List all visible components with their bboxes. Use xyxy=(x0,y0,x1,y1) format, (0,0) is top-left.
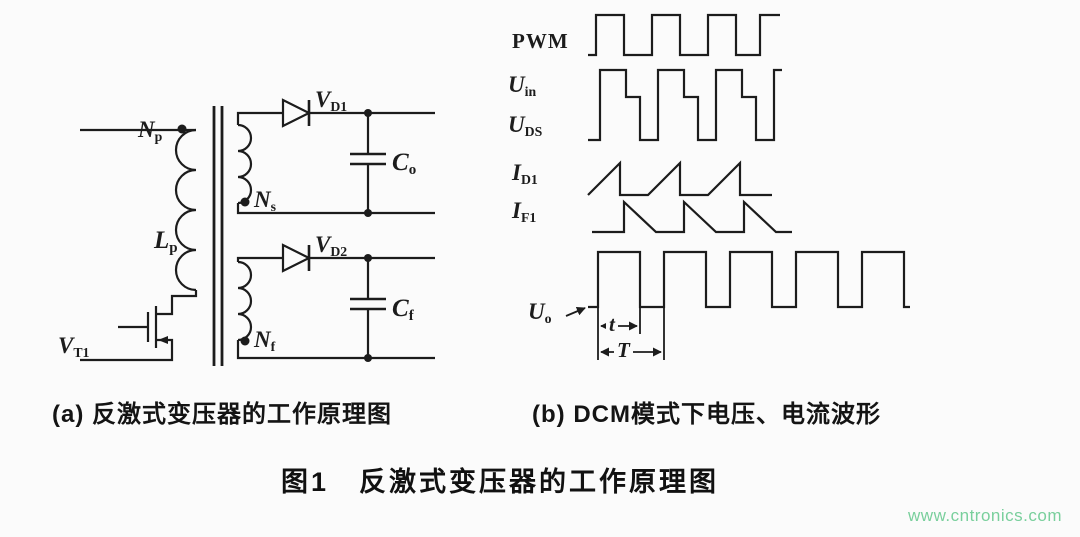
polarity-dot-np xyxy=(177,124,187,134)
waveform-uds xyxy=(588,68,782,142)
label-pwm: PWM xyxy=(512,29,569,53)
junction-dot xyxy=(364,109,372,117)
caption-b: (b) DCM模式下电压、电流波形 xyxy=(532,401,881,428)
mosfet-source-lead xyxy=(80,338,174,362)
label-vd1: VD1 xyxy=(315,87,348,114)
label-uo: Uo xyxy=(528,299,552,326)
polarity-dot-ns xyxy=(240,197,250,207)
label-if1: IF1 xyxy=(512,198,537,225)
label-co: Co xyxy=(392,149,417,179)
label-uin: Uin xyxy=(508,72,537,99)
label-vt1: VT1 xyxy=(58,333,90,360)
secondary-winding-ns xyxy=(237,123,253,205)
waveform-if1 xyxy=(592,199,792,234)
label-np: Np xyxy=(138,117,163,144)
vd2-anode-wire xyxy=(236,256,283,262)
label-vd2: VD2 xyxy=(315,232,348,259)
mosfet-arrow xyxy=(158,336,168,344)
mosfet-symbol xyxy=(80,290,198,362)
waveform-id1 xyxy=(587,160,772,197)
diode-vd2 xyxy=(281,243,312,273)
label-id1: ID1 xyxy=(512,160,538,187)
waveform-pwm xyxy=(588,13,780,57)
junction-dot xyxy=(364,354,372,362)
secondary-winding-nf xyxy=(237,260,253,342)
flyback-circuit xyxy=(80,98,435,366)
junction-dot xyxy=(364,209,372,217)
label-nf: Nf xyxy=(254,327,276,354)
label-time-t: t xyxy=(606,314,618,335)
primary-winding xyxy=(174,128,197,292)
transformer-core xyxy=(212,106,224,366)
uo-pointer-arrow xyxy=(565,306,586,317)
polarity-dot-nf xyxy=(240,336,250,346)
cap-cf-plates xyxy=(350,297,386,311)
dcm-waveforms xyxy=(565,13,910,360)
cap-co-plates xyxy=(350,152,386,166)
caption-a: (a) 反激式变压器的工作原理图 xyxy=(52,401,392,428)
watermark-text: www.cntronics.com xyxy=(908,506,1062,525)
label-cf: Cf xyxy=(392,295,414,325)
vd1-anode-wire xyxy=(236,111,283,125)
mosfet-drain-lead xyxy=(156,290,198,316)
label-ns: Ns xyxy=(254,187,276,214)
label-period-T: T xyxy=(614,340,633,361)
waveform-uo xyxy=(588,250,910,309)
label-uds: UDS xyxy=(508,112,543,139)
label-lp: Lp xyxy=(154,227,178,257)
figure-title: 图1 反激式变压器的工作原理图 xyxy=(280,467,719,497)
junction-dot xyxy=(364,254,372,262)
diode-vd1 xyxy=(281,98,312,128)
